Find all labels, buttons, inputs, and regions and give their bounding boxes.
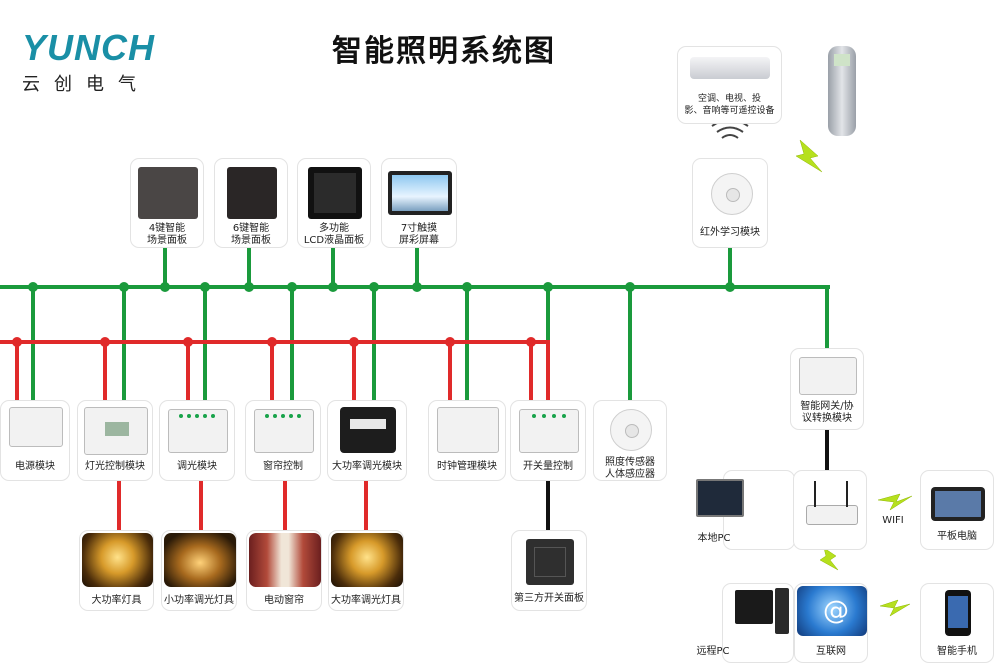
panel-6key-image bbox=[227, 167, 277, 219]
high-power-lamp: 大功率灯具 bbox=[79, 530, 154, 611]
wireless-bolts bbox=[795, 139, 913, 617]
high-power-dimming-module-image bbox=[340, 407, 396, 453]
panel-6key: 6键智能 场景面板 bbox=[214, 158, 288, 248]
bolt-remote bbox=[795, 139, 823, 173]
panel-4key-label: 4键智能 场景面板 bbox=[147, 223, 187, 246]
smartphone: 智能手机 bbox=[920, 583, 994, 663]
third-party-switch-panel-label: 第三方开关面板 bbox=[514, 593, 584, 604]
appliances-label: 空调、电视、投 影、音响等可遥控设备 bbox=[684, 94, 775, 116]
remote-control-icon bbox=[828, 46, 856, 136]
illuminance-motion-sensor: 照度传感器 人体感应器 bbox=[593, 400, 667, 481]
bolt-tablet bbox=[877, 493, 913, 511]
bolt-phone bbox=[879, 599, 911, 617]
green-bus-nodes bbox=[28, 282, 735, 292]
panel-touchscreen-label: 7寸触摸 屏彩屏幕 bbox=[399, 223, 439, 246]
logo-brand: YUNCH bbox=[22, 27, 156, 68]
panel-lcd-label: 多功能 LCD液晶面板 bbox=[303, 223, 365, 246]
clock-management-module-label: 时钟管理模块 bbox=[437, 461, 497, 472]
gateway-module-label: 智能网关/协 议转换模块 bbox=[800, 401, 854, 424]
panel-lcd-image bbox=[308, 167, 362, 219]
panel-4key-image bbox=[138, 167, 198, 219]
curtain-image bbox=[249, 533, 321, 587]
gateway-module: 智能网关/协 议转换模块 bbox=[790, 348, 864, 430]
internet-icon: @ bbox=[797, 586, 867, 636]
red-bus-nodes bbox=[12, 337, 536, 347]
low-power-dimmable-lamp: 小功率调光灯具 bbox=[161, 530, 237, 611]
ceiling-lamp-image bbox=[164, 533, 236, 587]
panel-lcd: 多功能 LCD液晶面板 bbox=[297, 158, 371, 248]
illuminance-motion-sensor-label: 照度传感器 人体感应器 bbox=[605, 457, 655, 480]
lighting-control-module: 灯光控制模块 bbox=[77, 400, 153, 481]
tablet-label: 平板电脑 bbox=[937, 531, 977, 542]
ir-learning-module-label: 红外学习模块 bbox=[700, 227, 760, 238]
bolt-internet bbox=[819, 547, 839, 571]
ir-learning-module: 红外学习模块 bbox=[692, 158, 768, 248]
lighting-control-module-image bbox=[84, 407, 148, 455]
high-power-dimmable-lamp-label: 大功率调光灯具 bbox=[331, 595, 401, 606]
power-module-image bbox=[9, 407, 63, 447]
local-pc-label: 本地PC bbox=[697, 533, 731, 544]
internet-label: 互联网 bbox=[816, 646, 846, 657]
appliances-card: 空调、电视、投 影、音响等可遥控设备 bbox=[677, 46, 782, 124]
lighting-control-module-label: 灯光控制模块 bbox=[85, 461, 145, 472]
curtain-control-module-label: 窗帘控制 bbox=[263, 461, 303, 472]
tablet: 平板电脑 bbox=[920, 470, 994, 550]
power-module-label: 电源模块 bbox=[15, 461, 55, 472]
motorized-curtain-label: 电动窗帘 bbox=[264, 595, 304, 606]
switch-control-module-image bbox=[519, 409, 579, 453]
chandelier-image bbox=[331, 533, 403, 587]
internet: @ 互联网 bbox=[794, 583, 868, 663]
dimming-module-label: 调光模块 bbox=[177, 461, 217, 472]
remote-pc-label: 远程PC bbox=[696, 646, 730, 657]
panel-touchscreen: 7寸触摸 屏彩屏幕 bbox=[381, 158, 457, 248]
motorized-curtain: 电动窗帘 bbox=[246, 530, 322, 611]
dimming-module-image bbox=[168, 409, 228, 453]
sensor-icon bbox=[610, 409, 652, 451]
diagram-title: 智能照明系统图 bbox=[332, 34, 556, 69]
high-power-dimmable-lamp: 大功率调光灯具 bbox=[328, 530, 404, 611]
switch-control-module: 开关量控制 bbox=[510, 400, 586, 481]
curtain-control-module-image bbox=[254, 409, 314, 453]
low-power-dimmable-lamp-label: 小功率调光灯具 bbox=[164, 595, 234, 606]
monitor-icon bbox=[696, 479, 744, 517]
clock-management-module: 时钟管理模块 bbox=[428, 400, 506, 481]
third-party-switch-panel: 第三方开关面板 bbox=[511, 530, 587, 611]
router bbox=[793, 470, 867, 550]
smartphone-icon bbox=[945, 590, 971, 636]
logo-subtitle: 云创电气 bbox=[22, 74, 150, 95]
gateway-module-image bbox=[799, 357, 857, 395]
wifi-label: WIFI bbox=[882, 515, 904, 526]
power-module: 电源模块 bbox=[0, 400, 70, 481]
high-power-lamp-label: 大功率灯具 bbox=[91, 595, 142, 606]
switch-control-module-label: 开关量控制 bbox=[523, 461, 573, 472]
chandelier-image bbox=[82, 533, 153, 587]
green-bus bbox=[0, 246, 830, 400]
local-pc: 本地PC bbox=[696, 470, 795, 550]
high-power-dimming-module: 大功率调光模块 bbox=[327, 400, 407, 481]
router-antenna-left bbox=[814, 481, 816, 507]
remote-pc-icon bbox=[735, 590, 773, 624]
pc-tower-icon bbox=[775, 588, 789, 634]
panel-6key-label: 6键智能 场景面板 bbox=[231, 223, 271, 246]
router-icon bbox=[806, 505, 858, 525]
dimming-module: 调光模块 bbox=[159, 400, 235, 481]
curtain-control-module: 窗帘控制 bbox=[245, 400, 321, 481]
smartphone-label: 智能手机 bbox=[937, 646, 977, 657]
clock-management-module-image bbox=[437, 407, 499, 453]
router-antenna-right bbox=[846, 481, 848, 507]
panel-4key: 4键智能 场景面板 bbox=[130, 158, 204, 248]
remote-pc: 远程PC bbox=[696, 583, 794, 663]
company-logo: YUNCH 云创电气 bbox=[22, 30, 172, 96]
panel-touchscreen-image bbox=[388, 171, 452, 215]
air-conditioner-icon bbox=[690, 57, 770, 79]
tablet-icon bbox=[931, 487, 985, 521]
ir-sensor-icon bbox=[711, 173, 753, 215]
switch-panel-image bbox=[526, 539, 574, 585]
high-power-dimming-module-label: 大功率调光模块 bbox=[332, 461, 402, 472]
